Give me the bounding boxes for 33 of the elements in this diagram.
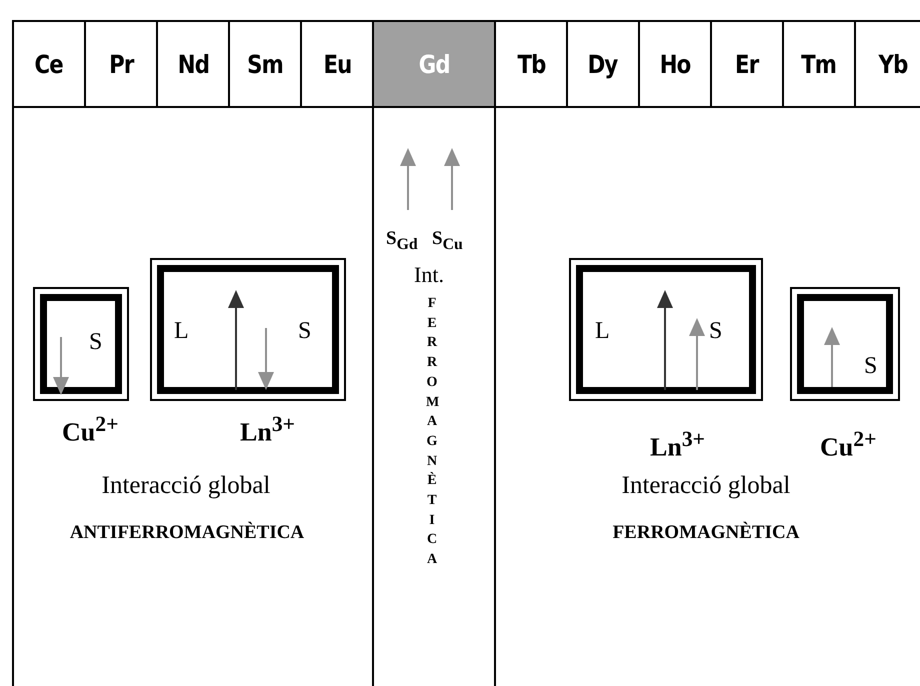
- table-header-cell: Pr: [84, 20, 156, 108]
- table-header-cell: Tm: [782, 20, 854, 108]
- table-header-cell: Tb: [494, 20, 566, 108]
- spin-label: L: [595, 318, 610, 345]
- vertical-label: FERROMAGNÈTICA: [426, 295, 438, 570]
- caption-text: Interacció global: [620, 472, 792, 500]
- table-header-cell: Gd: [372, 20, 494, 108]
- spin-label: S$_{Cu}$: [432, 228, 463, 254]
- table-header-cell: Dy: [566, 20, 638, 108]
- spin-label: S: [864, 353, 878, 380]
- table-header-cell: Ce: [12, 20, 84, 108]
- ion-label: Ln$^{3+}$: [240, 412, 295, 448]
- caption-text: ANTIFERROMAGNÈTICA: [68, 522, 306, 544]
- spin-label: S$_{Gd}$: [386, 228, 418, 254]
- label-text: Int.: [414, 262, 444, 288]
- double-bordered-box: [150, 258, 346, 401]
- caption-text: FERROMAGNÈTICA: [612, 522, 800, 544]
- table-header-cell: Ho: [638, 20, 710, 108]
- ion-label: Ln$^{3+}$: [650, 427, 705, 463]
- table-header-cell: Nd: [156, 20, 228, 108]
- ion-label: Cu$^{2+}$: [820, 427, 876, 463]
- spin-label: L: [174, 318, 189, 345]
- table-header-cell: Sm: [228, 20, 300, 108]
- spin-label: S: [298, 318, 312, 345]
- spin-label: S: [709, 318, 722, 345]
- caption-text: Interacció global: [100, 472, 272, 500]
- table-header-cell: Yb: [854, 20, 920, 108]
- double-bordered-box: [569, 258, 763, 401]
- double-bordered-box: [790, 287, 900, 401]
- ion-label: Cu$^{2+}$: [62, 412, 118, 448]
- double-bordered-box: [33, 287, 129, 401]
- table-header-cell: Er: [710, 20, 782, 108]
- spin-label: S: [89, 329, 102, 356]
